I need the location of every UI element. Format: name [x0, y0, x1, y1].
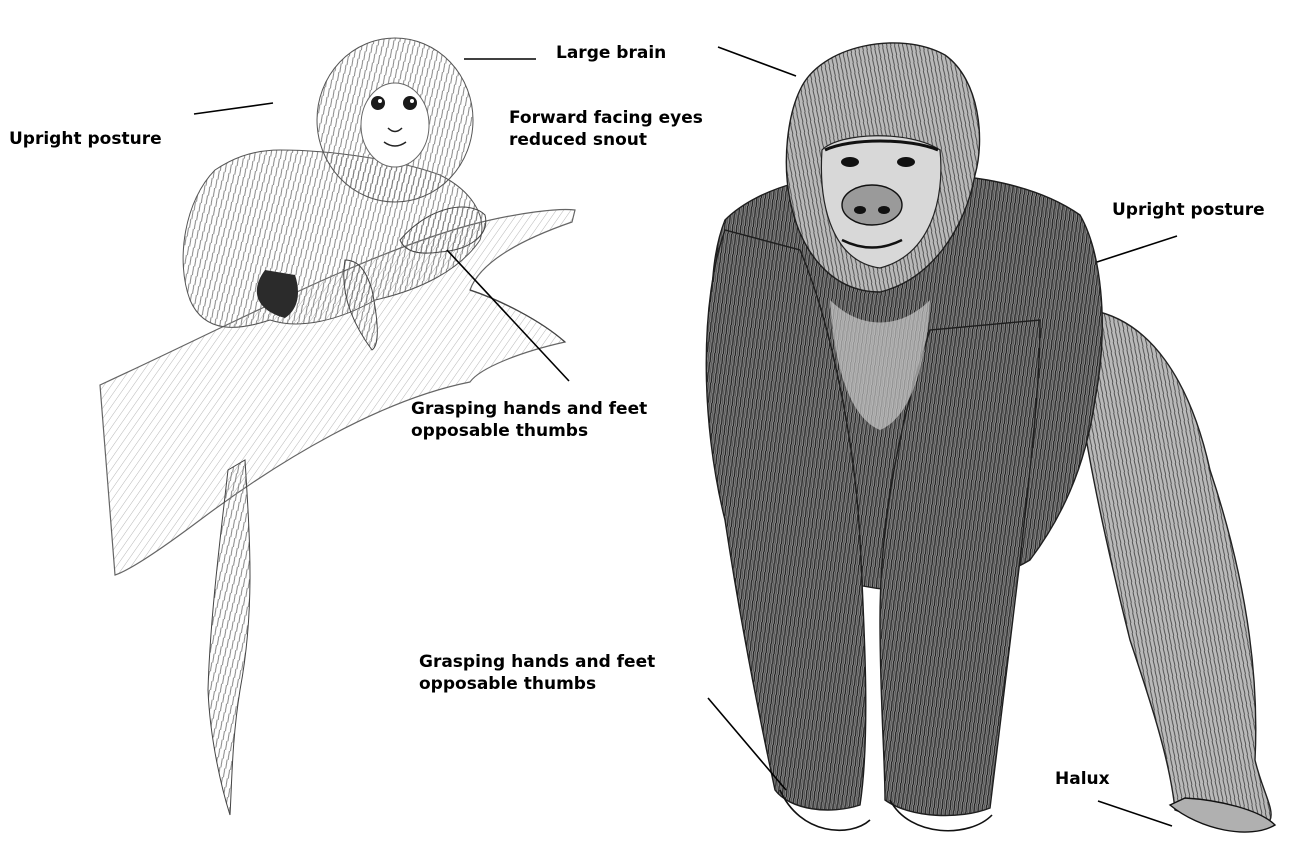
monkey-eye [403, 96, 417, 110]
label-halux: Halux [1055, 768, 1110, 790]
label-line-2: opposable thumbs [411, 420, 647, 442]
label-text: Large brain [556, 42, 666, 64]
gorilla-illustration [706, 43, 1275, 832]
label-forward-facing-eyes: Forward facing eyes reduced snout [509, 107, 703, 151]
label-upright-posture-gorilla: Upright posture [1112, 199, 1265, 221]
label-text: Upright posture [1112, 199, 1265, 221]
label-line-2: opposable thumbs [419, 673, 655, 695]
label-grasping-monkey: Grasping hands and feet opposable thumbs [411, 398, 647, 442]
label-text: Halux [1055, 768, 1110, 790]
leader-upright-posture-gorilla [1097, 236, 1177, 262]
gorilla-nose [842, 185, 902, 225]
label-upright-posture-monkey: Upright posture [9, 128, 162, 150]
monkey-eye [371, 96, 385, 110]
gorilla-eye [897, 157, 915, 167]
leader-upright-posture-monkey [194, 103, 273, 114]
leader-large-brain-gorilla [718, 47, 796, 76]
label-line-1: Grasping hands and feet [411, 398, 647, 420]
gorilla-right-arm [1080, 310, 1271, 823]
label-text: Upright posture [9, 128, 162, 150]
label-grasping-gorilla: Grasping hands and feet opposable thumbs [419, 651, 655, 695]
gorilla-eye [841, 157, 859, 167]
leader-halux [1098, 801, 1172, 826]
label-line-2: reduced snout [509, 129, 703, 151]
monkey-tail [208, 460, 250, 815]
label-large-brain: Large brain [556, 42, 666, 64]
label-line-1: Forward facing eyes [509, 107, 703, 129]
label-line-1: Grasping hands and feet [419, 651, 655, 673]
